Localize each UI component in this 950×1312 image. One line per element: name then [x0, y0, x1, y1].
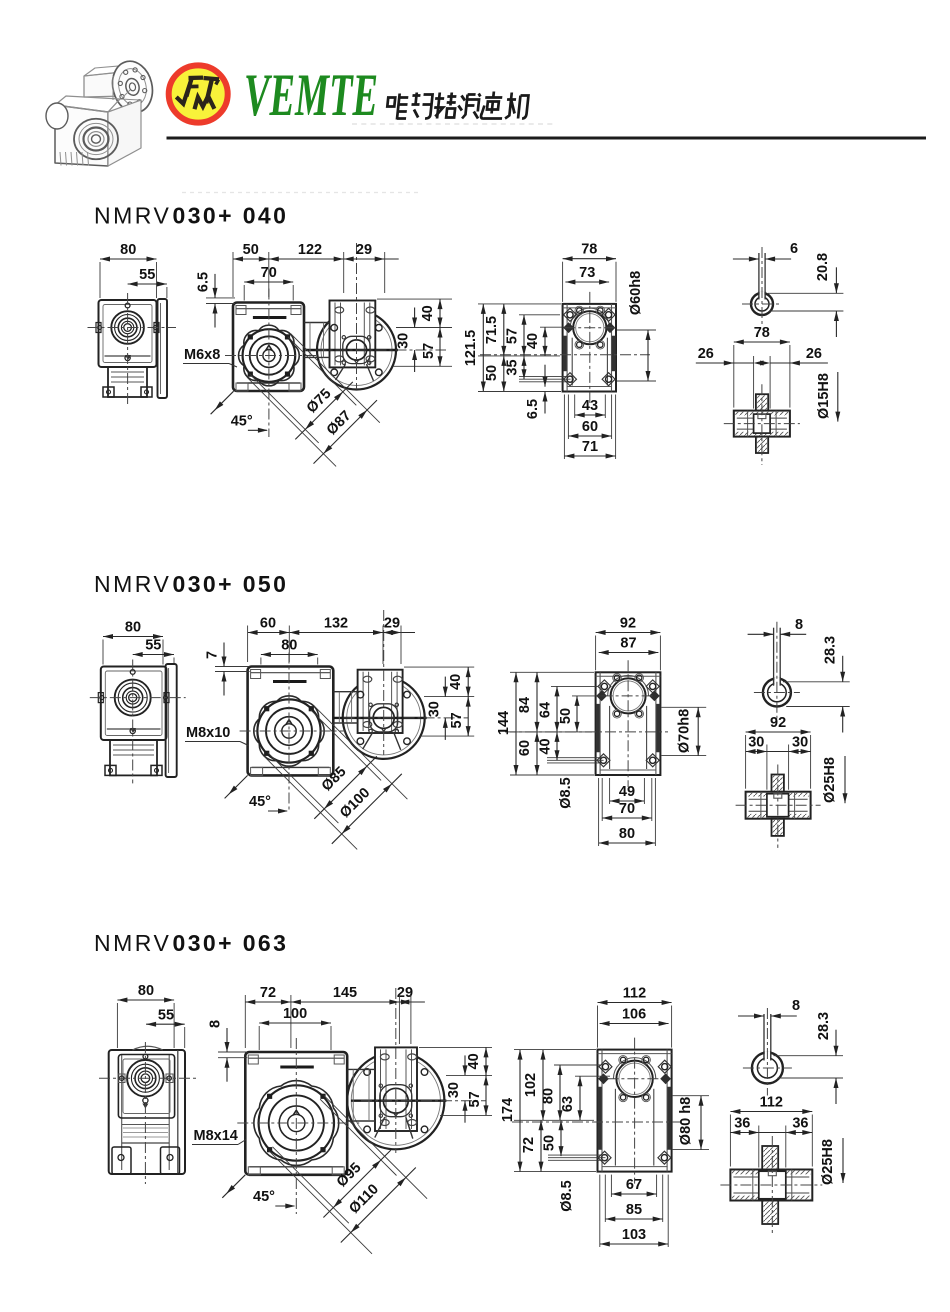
svg-text:40: 40: [420, 305, 436, 321]
svg-text:8: 8: [792, 998, 800, 1014]
svg-text:NMRV: NMRV: [94, 930, 171, 956]
svg-text:73: 73: [579, 265, 595, 281]
svg-text:Ø15H8: Ø15H8: [816, 373, 832, 419]
svg-text:50: 50: [484, 365, 500, 381]
svg-text:57: 57: [467, 1091, 483, 1107]
svg-text:40: 40: [448, 674, 464, 690]
svg-text:Ø70h8: Ø70h8: [677, 709, 693, 753]
svg-text:6: 6: [790, 241, 798, 257]
svg-text:174: 174: [500, 1098, 516, 1122]
svg-text:30: 30: [396, 333, 412, 349]
svg-text:121.5: 121.5: [463, 330, 479, 366]
svg-text:71: 71: [582, 439, 598, 455]
svg-text:144: 144: [496, 711, 512, 735]
svg-text:45°: 45°: [249, 794, 271, 810]
svg-text:49: 49: [619, 784, 635, 800]
svg-text:132: 132: [324, 616, 348, 632]
svg-text:57: 57: [449, 712, 465, 728]
svg-text:87: 87: [620, 636, 636, 652]
svg-text:60: 60: [260, 616, 276, 632]
svg-text:72: 72: [521, 1137, 537, 1153]
svg-text:7: 7: [205, 651, 221, 659]
svg-text:28.3: 28.3: [823, 636, 839, 664]
svg-text:84: 84: [517, 697, 533, 713]
svg-text:112: 112: [623, 986, 646, 1002]
svg-text:71.5: 71.5: [484, 316, 500, 344]
svg-text:60: 60: [582, 419, 598, 435]
svg-text:30: 30: [748, 735, 764, 751]
svg-text:M8x14: M8x14: [194, 1128, 238, 1144]
svg-text:8: 8: [208, 1020, 224, 1028]
svg-text:55: 55: [139, 267, 155, 283]
svg-text:26: 26: [806, 346, 822, 362]
svg-text:6.5: 6.5: [196, 272, 212, 292]
svg-text:43: 43: [582, 398, 598, 414]
svg-text:6.5: 6.5: [525, 399, 541, 419]
svg-text:55: 55: [145, 638, 161, 654]
svg-text:Ø60h8: Ø60h8: [628, 271, 644, 315]
svg-text:36: 36: [792, 1116, 808, 1132]
svg-text:30: 30: [792, 735, 808, 751]
svg-text:8: 8: [795, 617, 803, 633]
svg-text:030+ 050: 030+ 050: [173, 571, 289, 597]
svg-text:92: 92: [620, 616, 636, 632]
svg-text:63: 63: [560, 1096, 576, 1112]
svg-text:45°: 45°: [253, 1189, 275, 1205]
svg-text:80: 80: [541, 1088, 557, 1104]
svg-text:145: 145: [333, 985, 357, 1001]
svg-text:78: 78: [754, 325, 770, 341]
svg-text:NMRV: NMRV: [94, 571, 171, 597]
svg-text:40: 40: [538, 738, 554, 754]
svg-text:40: 40: [466, 1053, 482, 1069]
svg-text:M8x10: M8x10: [186, 725, 230, 741]
svg-text:NMRV: NMRV: [94, 203, 171, 229]
svg-text:60: 60: [517, 740, 533, 756]
svg-text:55: 55: [158, 1007, 174, 1023]
svg-text:70: 70: [619, 801, 635, 817]
svg-text:Ø80 h8: Ø80 h8: [678, 1097, 694, 1145]
svg-text:40: 40: [525, 333, 541, 349]
svg-text:78: 78: [581, 242, 597, 258]
svg-text:100: 100: [283, 1006, 307, 1022]
svg-text:30: 30: [426, 701, 442, 717]
svg-text:030+ 063: 030+ 063: [173, 930, 289, 956]
svg-text:30: 30: [446, 1082, 462, 1098]
svg-text:64: 64: [538, 702, 554, 718]
svg-text:70: 70: [261, 265, 277, 281]
svg-text:106: 106: [622, 1007, 646, 1023]
svg-text:80: 80: [138, 983, 154, 999]
svg-text:M6x8: M6x8: [184, 347, 220, 363]
svg-text:Ø25H8: Ø25H8: [822, 757, 838, 803]
svg-text:VEMTE: VEMTE: [244, 62, 378, 128]
svg-text:030+ 040: 030+ 040: [173, 203, 289, 229]
svg-text:80: 80: [281, 638, 297, 654]
svg-text:Ø8.5: Ø8.5: [559, 1180, 575, 1211]
svg-text:112: 112: [760, 1095, 783, 1111]
svg-text:122: 122: [298, 242, 322, 258]
svg-text:45°: 45°: [231, 413, 253, 429]
svg-text:50: 50: [243, 242, 259, 258]
svg-text:50: 50: [558, 708, 574, 724]
svg-text:36: 36: [734, 1116, 750, 1132]
svg-text:80: 80: [619, 826, 635, 842]
svg-text:Ø8.5: Ø8.5: [558, 777, 574, 808]
svg-text:72: 72: [260, 985, 276, 1001]
svg-text:35: 35: [505, 359, 521, 375]
svg-text:28.3: 28.3: [816, 1012, 832, 1040]
svg-text:80: 80: [120, 242, 136, 258]
svg-text:85: 85: [626, 1202, 642, 1218]
svg-text:29: 29: [356, 242, 372, 258]
svg-text:57: 57: [421, 343, 437, 359]
svg-text:57: 57: [505, 328, 521, 344]
svg-text:67: 67: [626, 1177, 642, 1193]
svg-text:20.8: 20.8: [815, 253, 831, 281]
svg-text:92: 92: [770, 715, 786, 731]
svg-text:Ø25H8: Ø25H8: [820, 1139, 836, 1185]
svg-text:102: 102: [523, 1073, 539, 1097]
svg-text:29: 29: [384, 616, 400, 632]
svg-text:103: 103: [622, 1227, 646, 1243]
svg-text:26: 26: [698, 346, 714, 362]
svg-text:80: 80: [125, 620, 141, 636]
svg-text:50: 50: [542, 1135, 558, 1151]
